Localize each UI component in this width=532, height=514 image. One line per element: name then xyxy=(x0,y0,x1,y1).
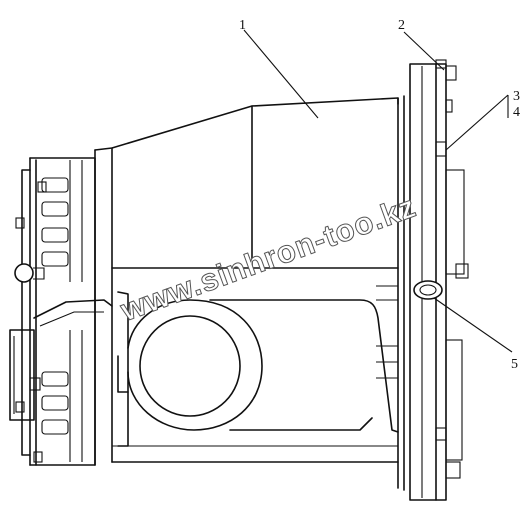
callout-1: 1 xyxy=(239,18,246,33)
leader-lines xyxy=(243,29,513,353)
left-cover-plate xyxy=(9,299,113,421)
callout-2: 2 xyxy=(398,18,405,33)
callout-5: 5 xyxy=(511,357,518,372)
callout-4: 4 xyxy=(513,105,520,120)
left-flange xyxy=(14,157,96,466)
callout-3: 3 xyxy=(513,89,520,104)
right-flange xyxy=(376,59,469,501)
bearing-boss xyxy=(112,291,399,447)
